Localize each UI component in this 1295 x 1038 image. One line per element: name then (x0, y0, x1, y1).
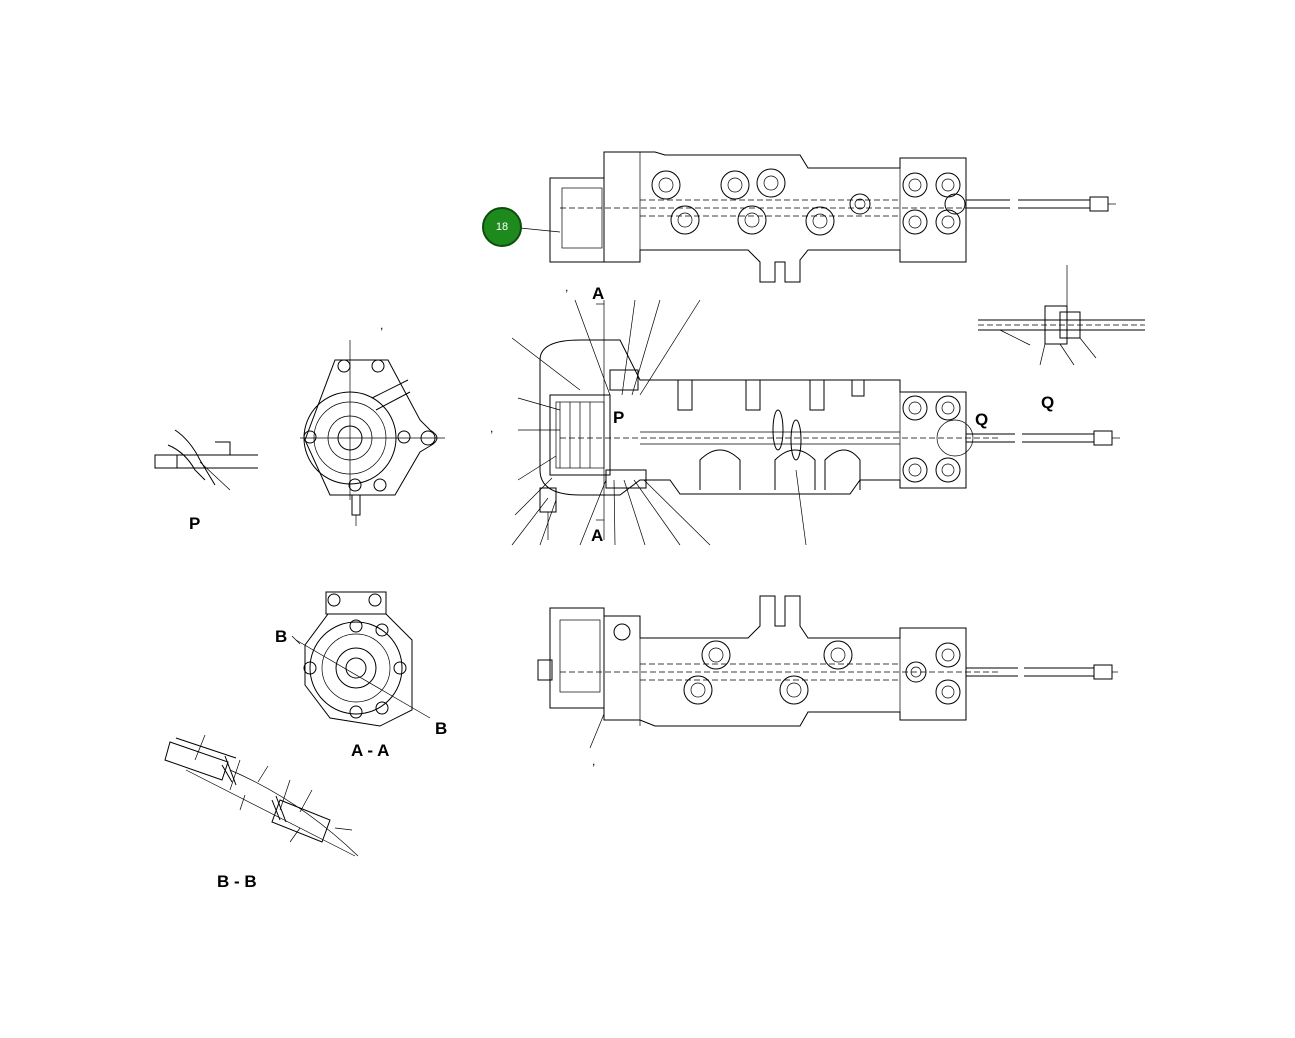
tick-mark: , (592, 754, 595, 768)
section-marker-b-right: B (435, 719, 447, 738)
section-bb-view (164, 734, 359, 857)
detail-p-label: P (189, 514, 200, 533)
detail-p (154, 429, 258, 491)
view-marker-a-bottom: A (591, 526, 603, 545)
part-callout-number: 18 (495, 221, 509, 233)
section-aa-label: A - A (351, 741, 389, 760)
tick-mark: , (490, 421, 493, 435)
section-bb-label: B - B (217, 872, 257, 891)
section-marker-b-left: B (275, 627, 287, 646)
section-aa-view (291, 591, 431, 727)
tick-mark: , (565, 280, 568, 294)
bottom-view (537, 595, 1118, 749)
detail-q-label: Q (1041, 393, 1054, 412)
top-view (519, 151, 1116, 283)
part-callout-18[interactable]: 18 (482, 207, 522, 247)
flange-end-view (300, 340, 445, 526)
section-view (511, 299, 1120, 546)
view-marker-a-top: A (592, 284, 604, 303)
tick-mark: , (380, 318, 383, 332)
view-marker-q: Q (975, 410, 988, 429)
view-marker-p: P (613, 408, 624, 427)
detail-q (978, 265, 1145, 366)
